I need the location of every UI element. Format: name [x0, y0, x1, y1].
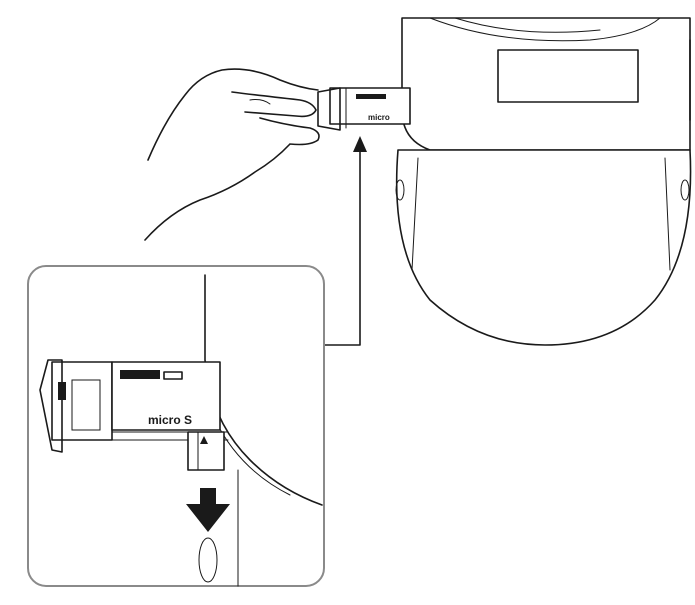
- tray-label-strip: [356, 94, 386, 99]
- micro-sd-card: [187, 431, 225, 471]
- inset-tray-grip: [39, 359, 63, 453]
- callout-arrowhead: [353, 136, 367, 152]
- tray-card-brand: micro: [368, 113, 390, 122]
- knuckle-line: [249, 99, 271, 105]
- housing-curve-inner: [454, 17, 601, 33]
- dome-shell: [395, 149, 692, 346]
- inset-tray-label-box: [163, 371, 183, 380]
- detail-inset: micro S: [27, 265, 325, 587]
- hand-outline: [144, 68, 320, 241]
- inset-tray-label: [120, 370, 160, 379]
- inset-tray-handle: [51, 361, 113, 441]
- callout-line: [324, 144, 361, 346]
- arrow-down-icon: [186, 488, 230, 532]
- inset-screw: [198, 537, 218, 583]
- inset-tray-notch: [58, 382, 66, 400]
- inset-card-brand: micro S: [148, 413, 192, 427]
- dome-screw-right: [680, 179, 690, 201]
- dome-screw-left: [395, 179, 405, 201]
- housing-curve: [429, 17, 661, 42]
- housing-window: [497, 49, 639, 103]
- tray-handle: [317, 87, 341, 131]
- inset-tray-inner: [71, 379, 101, 431]
- dome-line-right: [664, 157, 671, 271]
- camera-dome: [395, 17, 692, 346]
- card-triangle-mark: [200, 436, 208, 444]
- dome-line-left: [411, 157, 419, 271]
- hand-holding-tray: micro: [144, 68, 411, 241]
